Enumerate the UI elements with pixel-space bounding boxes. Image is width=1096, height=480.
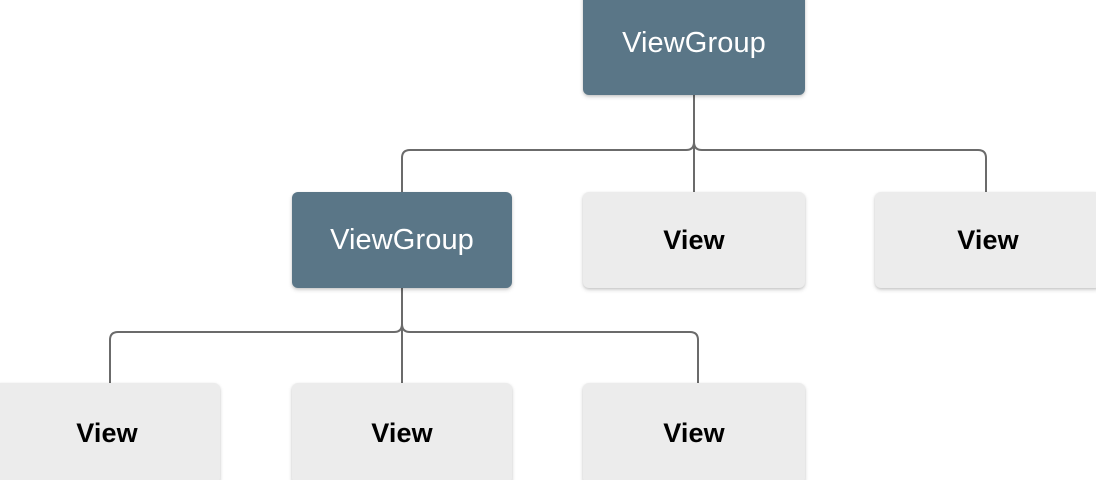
node-label: ViewGroup <box>330 223 474 256</box>
node-group-1[interactable]: ViewGroup <box>292 192 512 288</box>
node-leaf-5[interactable]: View <box>583 383 805 480</box>
node-label: View <box>76 418 138 448</box>
node-leaf-4[interactable]: View <box>292 383 512 480</box>
edge-group1-leaf3 <box>109 288 403 383</box>
node-label: ViewGroup <box>622 27 766 59</box>
node-label: View <box>957 224 1019 255</box>
node-leaf-1[interactable]: View <box>583 192 805 288</box>
node-label: View <box>663 418 725 448</box>
node-label: View <box>663 224 725 255</box>
edge-root-group1 <box>401 95 695 192</box>
edge-root-leaf2 <box>693 95 987 192</box>
node-leaf-2[interactable]: View <box>875 192 1096 288</box>
node-label: View <box>371 418 433 448</box>
node-leaf-3[interactable]: View <box>0 383 220 480</box>
node-root[interactable]: ViewGroup <box>583 0 805 95</box>
edge-group1-leaf5 <box>401 288 699 383</box>
